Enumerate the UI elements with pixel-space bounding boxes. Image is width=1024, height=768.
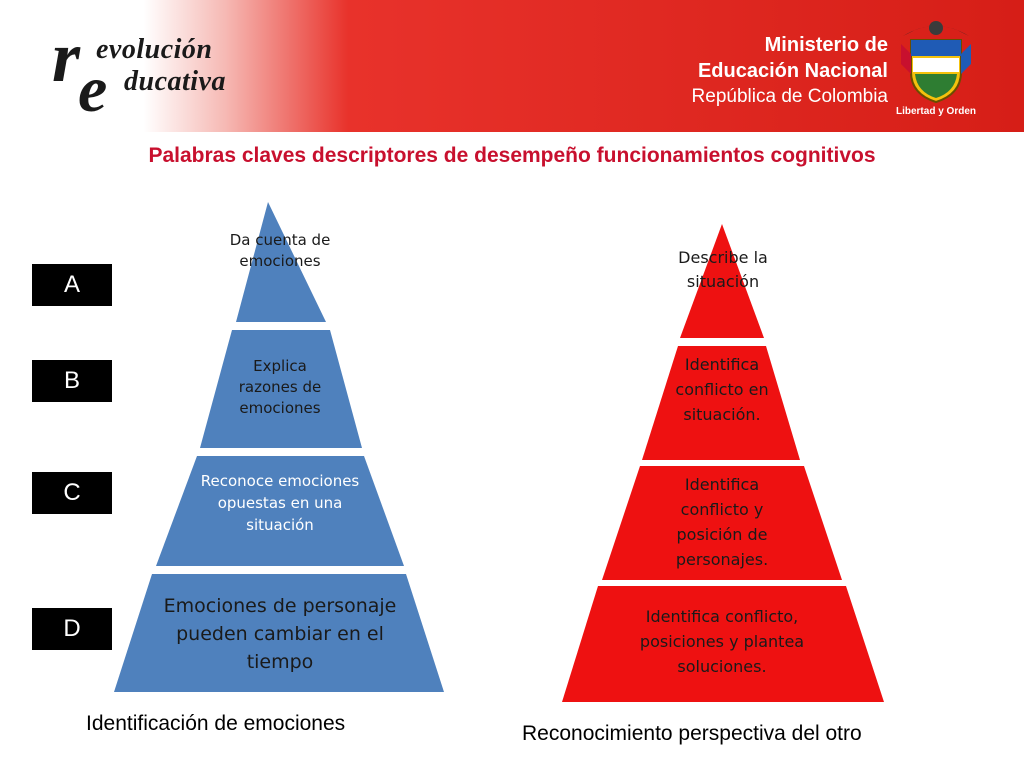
ministry-line-1: Ministerio de [764,34,888,56]
right-pyramid-tier-4 [562,586,884,702]
left-pyramid-tier-2 [200,330,362,448]
left-pyramid-caption: Identificación de emociones [86,712,346,735]
logo-initial-r: r [52,17,81,97]
left-tier-2-text: Explica razones de emociones [238,357,322,417]
logo-word-1: evolución [96,34,213,65]
right-pyramid-tier-2 [642,346,800,460]
right-tier-2-text: Identifica conflicto en situación. [675,355,769,424]
colombia-coat-of-arms-icon: Libertad y Orden [893,14,979,118]
page-title: Palabras claves descriptores de desempeñ… [148,144,876,167]
crest-motto: Libertad y Orden [895,106,976,117]
left-pyramid-tier-4 [114,574,444,692]
left-tier-1-text: Da cuenta de emociones [229,231,331,270]
level-label-a: A [32,264,112,306]
logo-initial-e: e [78,53,108,126]
left-pyramid-tier-1 [236,202,326,322]
logo-word-2: ducativa [124,66,226,97]
right-pyramid [562,224,884,702]
right-pyramid-caption: Reconocimiento perspectiva del otro [522,722,862,745]
ministry-name: Ministerio de Educación Nacional Repúbli… [692,32,888,110]
left-pyramid [114,202,444,692]
ministry-line-3: República de Colombia [691,86,888,107]
right-pyramid-tier-3 [602,466,842,580]
right-pyramid-tier-1 [680,224,764,338]
level-label-d: D [32,608,112,650]
level-label-b: B [32,360,112,402]
header-banner: r e evolución ducativa Ministerio de Edu… [0,0,1024,132]
ministry-line-2: Educación Nacional [697,60,888,82]
right-tier-3-text: Identifica conflicto y posición de perso… [675,475,769,569]
right-tier-1-text: Describe la situación [678,248,768,291]
level-label-c: C [32,472,112,514]
left-tier-3-text: Reconoce emociones opuestas en una situa… [200,472,360,534]
left-pyramid-tier-3 [156,456,404,566]
right-tier-4-text: Identifica conflicto, posiciones y plant… [639,607,805,676]
left-tier-4-text: Emociones de personaje pueden cambiar en… [163,595,397,673]
revolucion-educativa-logo: r e evolución ducativa [52,17,282,126]
